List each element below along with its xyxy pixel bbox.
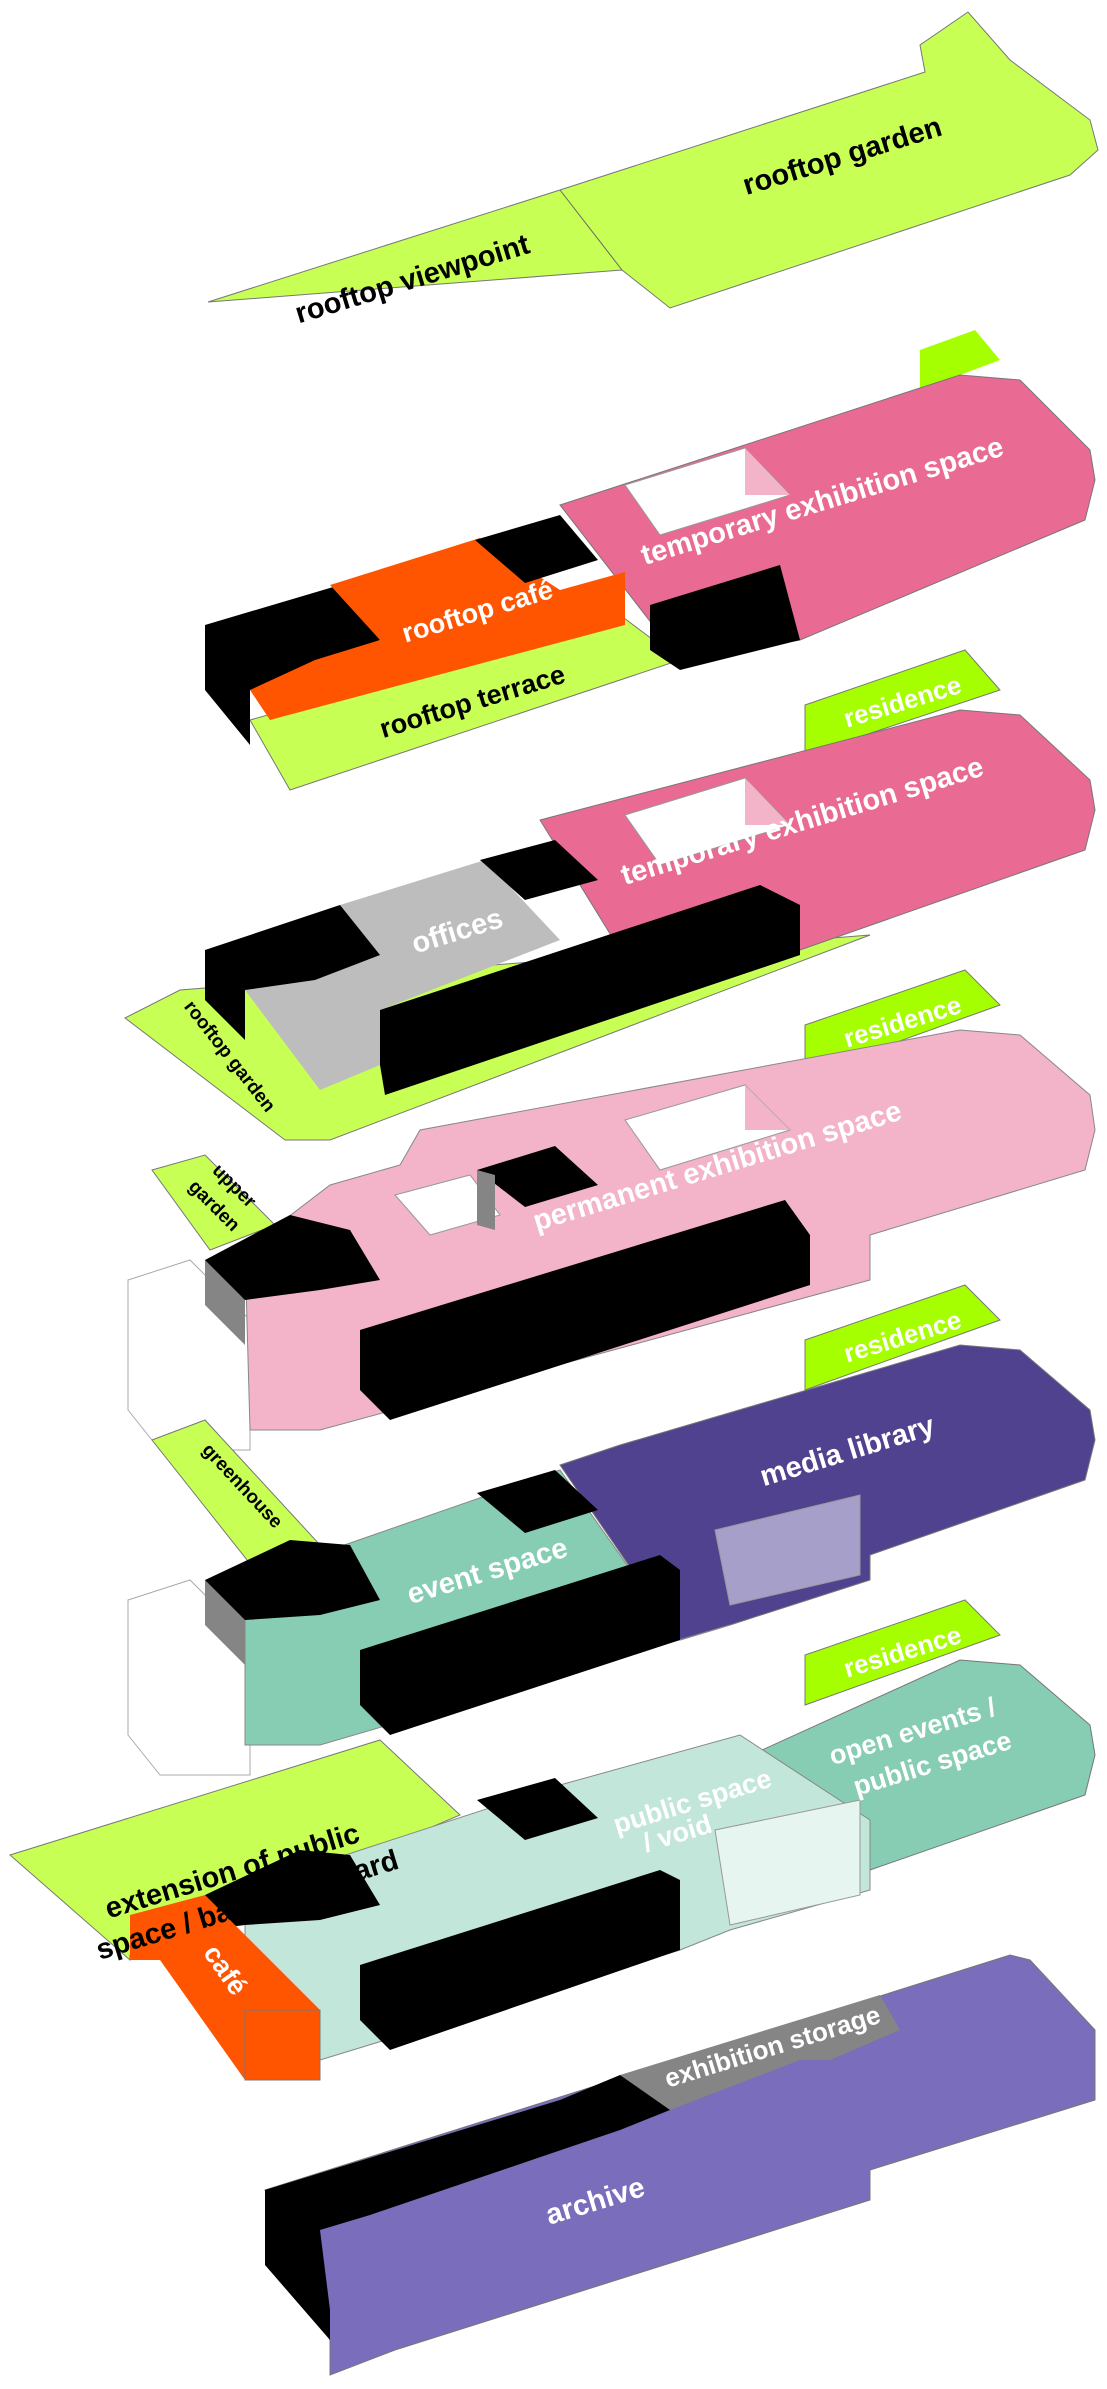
offices-black-top (480, 840, 598, 900)
long-black-wall (380, 885, 800, 1095)
exhibition-lightwell-inner (745, 1085, 790, 1130)
stair-void (394, 1174, 501, 1236)
level-3: residence permanent exhibition space upp… (127, 969, 1096, 1451)
offices-block (245, 860, 560, 1090)
long-black-wall (360, 1200, 810, 1420)
exhibition-lightwell-inner (745, 778, 790, 825)
rooftop-garden-slab (207, 11, 1099, 309)
offices-black-core (205, 905, 380, 1000)
exhibition-black-core (650, 565, 800, 670)
cafe-side-face (244, 2009, 321, 2081)
level-roof: rooftop viewpoint rooftop garden (207, 11, 1099, 330)
residence-block (804, 649, 1001, 756)
media-library-void (714, 1494, 861, 1606)
long-black-wall (360, 1555, 680, 1735)
exhibition-black-core (205, 1215, 380, 1305)
level-1: residence open events / public space pub… (8, 1599, 1096, 2081)
archive-slab (264, 1954, 1096, 2376)
event-black-core (205, 1540, 380, 1625)
void-opening (714, 1799, 861, 1926)
offices-side-face (205, 950, 245, 1040)
cafe-core-black (205, 585, 380, 690)
cafe-side-face (205, 625, 250, 745)
exhibition-black-top (477, 1146, 598, 1207)
cafe-black-core (205, 1850, 380, 1930)
core-side-face (205, 1580, 245, 1665)
rooftop-cafe-block (250, 538, 625, 720)
long-black-wall (360, 1870, 680, 2050)
residence-block (804, 1284, 1001, 1391)
level-4: residence temporary exhibition space off… (124, 649, 1096, 1141)
level-5: temporary exhibition space rooftop café … (205, 330, 1096, 791)
residence-block (804, 1599, 1001, 1706)
level-2: residence media library event space gree… (127, 1284, 1096, 1776)
residence-block (920, 330, 1000, 390)
exhibition-storage-block (620, 1995, 900, 2110)
cafe-black-top (475, 515, 598, 583)
grey-step (477, 1170, 495, 1230)
archive-black-core (265, 2075, 670, 2340)
void-black-top (477, 1778, 598, 1840)
core-side-face (205, 1260, 245, 1345)
exhibition-lightwell-inner (745, 448, 790, 495)
temporary-exhibition-slab (559, 374, 1096, 661)
event-black-top (477, 1470, 598, 1533)
